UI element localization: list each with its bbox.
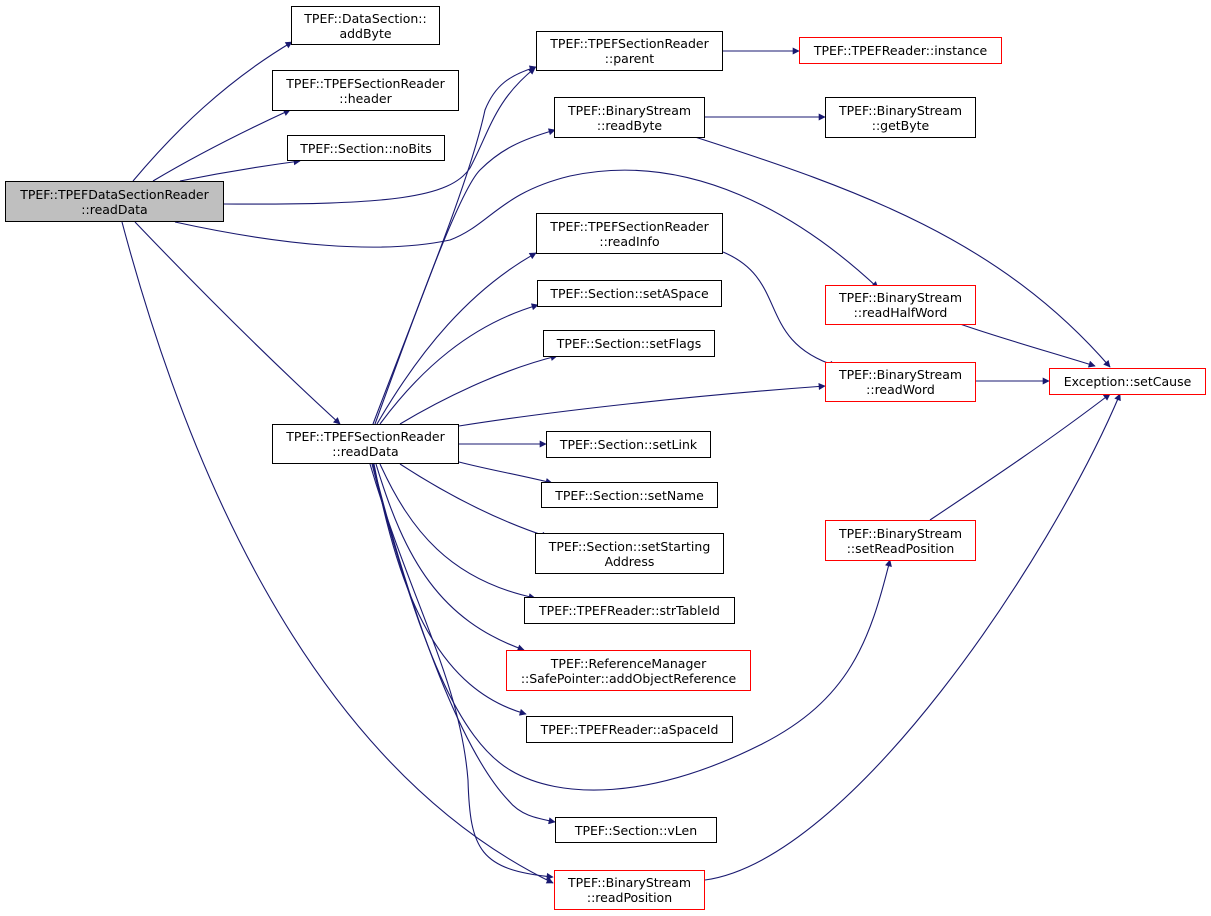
- node-label-line2: ::readPosition: [586, 890, 673, 905]
- node-label-line1: TPEF::DataSection::: [304, 10, 427, 26]
- node-label-line1: TPEF::TPEFReader::aSpaceId: [540, 722, 719, 737]
- edge-sr-readdata-to-setaspace: [379, 303, 539, 425]
- node-binarystream-getbyte[interactable]: TPEF::BinaryStream ::getByte: [825, 97, 976, 138]
- node-tpefsectionreader-header[interactable]: TPEF::TPEFSectionReader ::header: [272, 70, 459, 111]
- node-label-line2: ::readByte: [596, 117, 663, 133]
- node-label-line1: TPEF::Section::setStarting: [548, 538, 711, 554]
- edge-readinfo-to-readword: [722, 251, 837, 368]
- node-label-line1: TPEF::TPEFSectionReader: [286, 75, 445, 91]
- node-tpefreader-instance[interactable]: TPEF::TPEFReader::instance: [799, 37, 1002, 64]
- node-label-line2: ::getByte: [871, 117, 930, 133]
- node-label-line2: ::setReadPosition: [846, 540, 955, 556]
- edge-root-to-nobits: [179, 158, 301, 182]
- node-label-line2: ::parent: [604, 51, 655, 66]
- node-binarystream-readbyte[interactable]: TPEF::BinaryStream ::readByte: [554, 97, 705, 138]
- node-label-line2: ::header: [339, 90, 392, 106]
- edge-sr-readdata-to-readbyte: [374, 128, 556, 425]
- edge-root-to-sr-readdata: [134, 221, 341, 425]
- edge-sr-readdata-to-readword: [458, 382, 826, 427]
- edge-sr-readdata-to-setstarting: [399, 463, 549, 539]
- node-label-line1: TPEF::Section::setLink: [559, 437, 698, 452]
- edge-setreadpos-to-setcause: [929, 393, 1111, 521]
- node-tpefreader-strtableid[interactable]: TPEF::TPEFReader::strTableId: [524, 597, 735, 624]
- node-label-line2: Address: [604, 553, 655, 569]
- node-section-nobits[interactable]: TPEF::Section::noBits: [287, 135, 445, 161]
- node-label-line1: TPEF::TPEFReader::instance: [813, 43, 988, 58]
- node-label-line2: ::SafePointer::addObjectReference: [520, 670, 737, 686]
- node-datasection-addbyte[interactable]: TPEF::DataSection:: addByte: [291, 6, 440, 45]
- node-section-setaspace[interactable]: TPEF::Section::setASpace: [537, 280, 722, 307]
- node-label-line1: TPEF::BinaryStream: [838, 525, 963, 541]
- node-label-line1: Exception::setCause: [1063, 374, 1192, 389]
- edge-sr-readdata-to-vlen: [372, 463, 556, 825]
- node-label-line2: ::readInfo: [599, 233, 660, 249]
- node-section-vlen[interactable]: TPEF::Section::vLen: [555, 817, 717, 843]
- node-label-line1: TPEF::BinaryStream: [838, 290, 963, 305]
- node-label-line1: TPEF::Section::noBits: [300, 140, 432, 156]
- node-tpefsectionreader-parent[interactable]: TPEF::TPEFSectionReader ::parent: [536, 31, 723, 71]
- node-tpefreader-aspaceid[interactable]: TPEF::TPEFReader::aSpaceId: [526, 716, 733, 743]
- node-tpefdatasectionreader-readdata: TPEF::TPEFDataSectionReader ::readData: [5, 181, 224, 222]
- edge-sr-readdata-to-readinfo: [376, 252, 537, 425]
- edge-sr-readdata-to-addobjref: [375, 463, 525, 652]
- node-section-setstartingaddress[interactable]: TPEF::Section::setStarting Address: [535, 533, 724, 574]
- node-label-line1: TPEF::BinaryStream: [838, 102, 963, 118]
- node-label-line1: TPEF::Section::setFlags: [556, 336, 702, 351]
- node-label-line1: TPEF::ReferenceManager: [550, 655, 707, 671]
- node-label-line1: TPEF::Section::setASpace: [550, 286, 709, 301]
- node-tpefsectionreader-readinfo[interactable]: TPEF::TPEFSectionReader ::readInfo: [536, 213, 723, 254]
- edge-sr-readdata-to-aspaceid: [373, 463, 527, 716]
- edge-sr-readdata-to-setflags: [399, 354, 558, 425]
- edge-root-to-readposition: [121, 221, 554, 884]
- node-label-line2: ::readData: [81, 201, 148, 217]
- edge-root-to-parent: [222, 67, 536, 205]
- node-label-line1: TPEF::TPEFSectionReader: [286, 429, 445, 444]
- node-label-line1: TPEF::Section::vLen: [574, 822, 698, 838]
- node-label-line1: TPEF::BinaryStream: [838, 367, 963, 382]
- node-label-line2: ::readWord: [866, 382, 935, 397]
- node-binarystream-readword[interactable]: TPEF::BinaryStream ::readWord: [825, 362, 976, 402]
- node-label-line1: TPEF::TPEFDataSectionReader: [20, 186, 209, 202]
- node-section-setflags[interactable]: TPEF::Section::setFlags: [543, 330, 715, 357]
- node-section-setlink[interactable]: TPEF::Section::setLink: [546, 431, 711, 458]
- edge-sr-readdata-to-strtableid: [379, 463, 536, 601]
- node-tpefsectionreader-readdata[interactable]: TPEF::TPEFSectionReader ::readData: [272, 424, 459, 464]
- node-label-line1: TPEF::BinaryStream: [567, 102, 692, 118]
- edge-sr-readdata-to-setname: [458, 461, 553, 485]
- edge-root-to-addbyte: [132, 41, 293, 182]
- node-section-setname[interactable]: TPEF::Section::setName: [541, 482, 718, 508]
- edge-sr-readdata-to-readposition: [369, 463, 554, 880]
- node-referencemanager-addobjectreference[interactable]: TPEF::ReferenceManager ::SafePointer::ad…: [506, 650, 751, 691]
- edge-readhalfword-to-setcause: [959, 323, 1096, 368]
- edge-root-to-readhalfword: [174, 169, 879, 289]
- node-exception-setcause[interactable]: Exception::setCause: [1049, 368, 1206, 395]
- node-label-line2: ::readData: [332, 444, 399, 459]
- node-binarystream-readposition[interactable]: TPEF::BinaryStream ::readPosition: [554, 870, 705, 910]
- node-binarystream-setreadposition[interactable]: TPEF::BinaryStream ::setReadPosition: [825, 520, 976, 561]
- node-label-line1: TPEF::TPEFSectionReader: [550, 218, 709, 234]
- edge-root-to-header: [152, 109, 291, 182]
- node-label-line2: ::readHalfWord: [853, 305, 948, 320]
- node-label-line2: addByte: [339, 25, 392, 41]
- node-label-line1: TPEF::BinaryStream: [567, 875, 692, 890]
- node-binarystream-readhalfword[interactable]: TPEF::BinaryStream ::readHalfWord: [825, 285, 976, 325]
- edge-readposition-to-setcause: [704, 393, 1121, 881]
- edge-readbyte-to-setcause: [694, 136, 1111, 368]
- node-label-line1: TPEF::TPEFSectionReader: [550, 36, 709, 51]
- node-label-line1: TPEF::TPEFReader::strTableId: [539, 603, 720, 618]
- node-label-line1: TPEF::Section::setName: [555, 487, 704, 503]
